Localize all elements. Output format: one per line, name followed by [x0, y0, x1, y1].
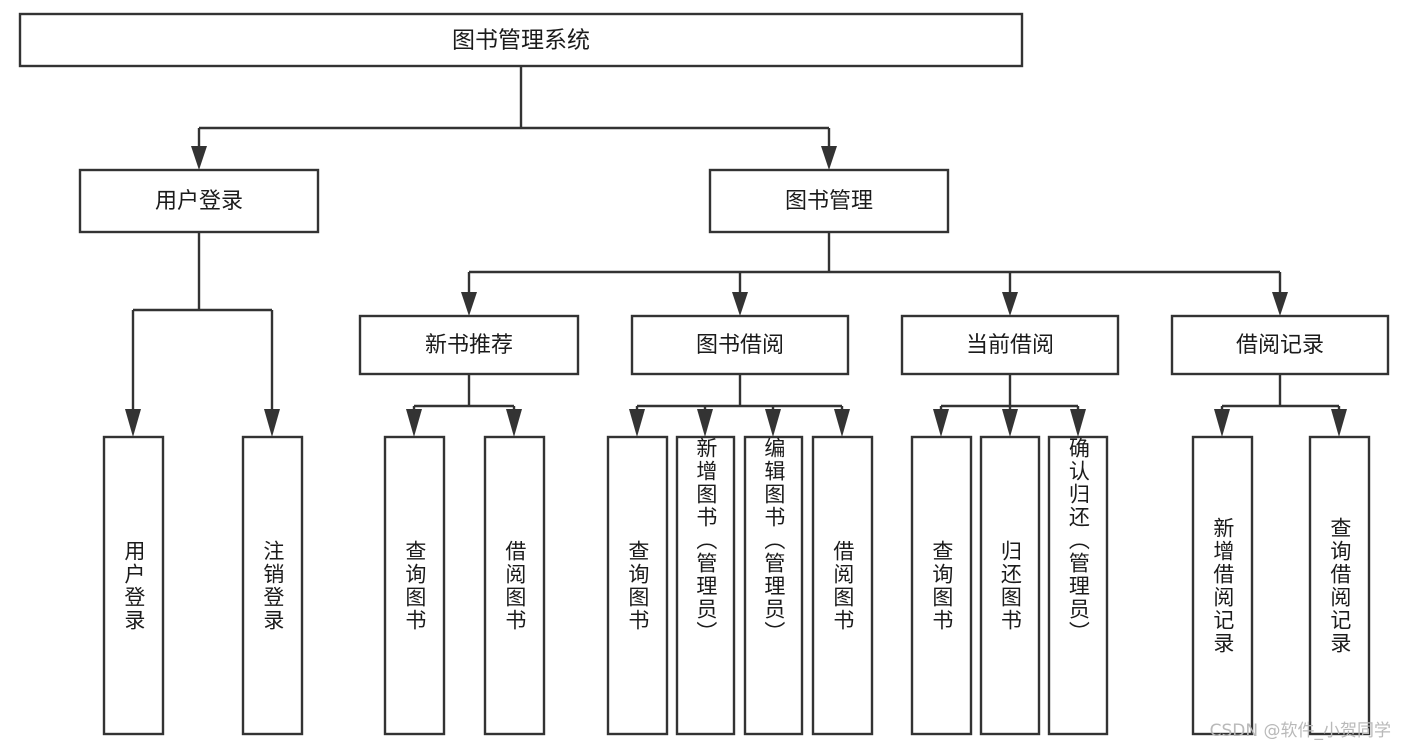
node-user-login-box	[78, 168, 320, 234]
arrow-leaf-book-borrow-3	[765, 409, 781, 437]
arrow-leaf-user-login-1	[125, 409, 141, 437]
node-root-box	[18, 12, 1024, 68]
leaf-box-book-borrow-1[interactable]	[606, 435, 669, 736]
arrow-leaf-user-login-2	[264, 409, 280, 437]
leaf-box-current-borrow-2[interactable]	[979, 435, 1041, 736]
leaf-box-user-login-1[interactable]	[102, 435, 165, 736]
leaf-box-current-borrow-3[interactable]	[1047, 435, 1109, 736]
arrow-leaf-new-book-1	[406, 409, 422, 437]
node-user-login-label: 用户登录	[155, 189, 243, 214]
arrow-to-current-borrow	[1002, 292, 1018, 316]
arrow-to-user-login	[191, 146, 207, 170]
arrow-leaf-current-borrow-2	[1002, 409, 1018, 437]
arrow-leaf-book-borrow-1	[629, 409, 645, 437]
node-borrow-record-box	[1170, 314, 1390, 376]
leaf-box-book-borrow-2[interactable]	[675, 435, 736, 736]
arrow-leaf-book-borrow-2	[697, 409, 713, 437]
arrow-to-book-borrow	[732, 292, 748, 316]
leaf-box-book-borrow-3[interactable]	[743, 435, 804, 736]
node-book-borrow-box	[630, 314, 850, 376]
leaf-box-borrow-record-2[interactable]	[1308, 435, 1371, 736]
arrow-to-new-book	[461, 292, 477, 316]
node-current-borrow-label: 当前借阅	[966, 333, 1054, 358]
arrow-leaf-borrow-record-1	[1214, 409, 1230, 437]
node-book-borrow[interactable]: 图书借阅	[630, 314, 850, 376]
node-new-book-recommend-box	[358, 314, 580, 376]
node-user-login[interactable]: 用户登录	[78, 168, 320, 234]
arrow-leaf-book-borrow-4	[834, 409, 850, 437]
leaf-box-user-login-2[interactable]	[241, 435, 304, 736]
node-book-manage-box	[708, 168, 950, 234]
leaf-box-current-borrow-1[interactable]	[910, 435, 973, 736]
node-current-borrow-box	[900, 314, 1120, 376]
node-book-manage[interactable]: 图书管理	[708, 168, 950, 234]
node-new-book-recommend[interactable]: 新书推荐	[358, 314, 580, 376]
node-new-book-recommend-label: 新书推荐	[425, 333, 513, 358]
arrow-to-book-manage	[821, 146, 837, 170]
node-book-manage-label: 图书管理	[785, 189, 873, 214]
leaf-box-new-book-1[interactable]	[383, 435, 446, 736]
node-book-borrow-label: 图书借阅	[696, 333, 784, 358]
arrow-leaf-current-borrow-1	[933, 409, 949, 437]
arrow-leaf-new-book-2	[506, 409, 522, 437]
arrow-leaf-current-borrow-3	[1070, 409, 1086, 437]
node-borrow-record-label: 借阅记录	[1236, 333, 1324, 358]
node-current-borrow[interactable]: 当前借阅	[900, 314, 1120, 376]
arrow-leaf-borrow-record-2	[1331, 409, 1347, 437]
node-borrow-record[interactable]: 借阅记录	[1170, 314, 1390, 376]
leaf-box-book-borrow-4[interactable]	[811, 435, 874, 736]
leaf-box-borrow-record-1[interactable]	[1191, 435, 1254, 736]
arrow-to-borrow-record	[1272, 292, 1288, 316]
node-root[interactable]: 图书管理系统	[18, 12, 1024, 68]
node-root-label: 图书管理系统	[452, 28, 590, 54]
leaf-box-new-book-2[interactable]	[483, 435, 546, 736]
